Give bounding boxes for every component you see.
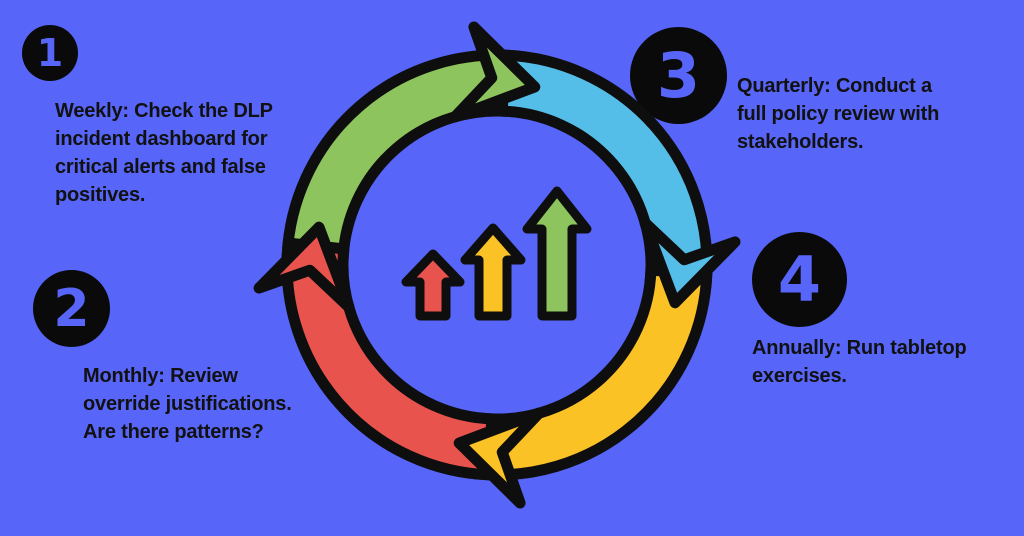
step-2-line-1: Monthly: Review: [83, 365, 238, 387]
step-1-line-1: Weekly: Check the DLP: [55, 100, 273, 122]
step-4-text: Annually: Run tabletop exercises.: [752, 334, 967, 390]
step-1-line-2: incident dashboard for: [55, 128, 268, 150]
step-4-line-2: exercises.: [752, 365, 847, 387]
step-2-badge: 2: [33, 270, 110, 347]
cycle-arrowhead-yellow: [453, 407, 545, 509]
cycle-arrowhead-red: [253, 221, 355, 313]
step-1-line-3: critical alerts and false: [55, 156, 266, 178]
step-3-number: 3: [656, 38, 701, 112]
step-2-text: Monthly: Review override justifications.…: [83, 362, 292, 446]
step-4-badge: 4: [752, 232, 847, 327]
step-4-number: 4: [777, 242, 822, 316]
step-2-number: 2: [53, 278, 90, 339]
growth-arrow-small-red: [401, 249, 465, 321]
step-3-line-2: full policy review with: [737, 103, 940, 125]
step-3-text: Quarterly: Conduct a full policy review …: [737, 72, 939, 156]
step-3-badge: 3: [630, 27, 727, 124]
step-1-text: Weekly: Check the DLP incident dashboard…: [55, 97, 273, 209]
step-2-line-2: override justifications.: [83, 393, 292, 415]
step-3-line-1: Quarterly: Conduct a: [737, 75, 932, 97]
step-2-line-3: Are there patterns?: [83, 421, 264, 443]
growth-arrow-large-green: [522, 186, 592, 321]
step-1-number: 1: [36, 31, 64, 75]
step-4-line-1: Annually: Run tabletop: [752, 337, 967, 359]
step-3-line-3: stakeholders.: [737, 131, 864, 153]
cycle-arrowhead-green: [449, 21, 541, 123]
cycle-diagram: [253, 21, 741, 509]
growth-arrow-medium-yellow: [460, 223, 526, 321]
step-1-line-4: positives.: [55, 184, 146, 206]
step-1-badge: 1: [22, 25, 78, 81]
cycle-arrowhead-blue: [639, 217, 741, 309]
